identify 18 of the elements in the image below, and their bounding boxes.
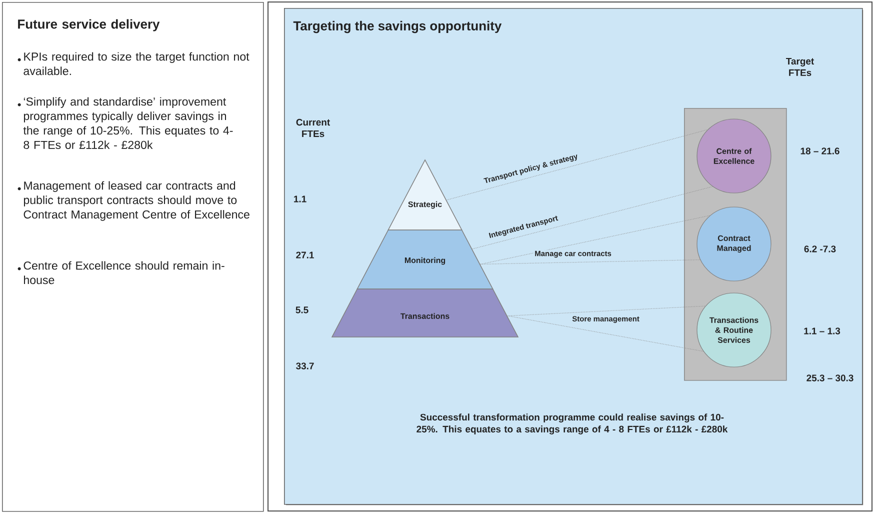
fte-value: 6.2 -7.3 xyxy=(804,246,836,252)
column-heading: Target FTEs xyxy=(786,58,814,76)
connector-line xyxy=(508,306,706,316)
connector-line xyxy=(480,259,700,264)
fte-value: 1.1 xyxy=(294,196,306,202)
fte-value: 27.1 xyxy=(296,252,314,258)
connector-line xyxy=(480,215,710,264)
summary-text: Successful transformation programme could realise savings of 10-25%. This equates to a savings range of 4 - 8 FTEs or £112k - £280k xyxy=(416,414,728,434)
column-heading: Current FTEs xyxy=(296,118,330,138)
fte-value: 18 – 21.6 xyxy=(800,148,840,154)
connector-line xyxy=(472,186,713,250)
fte-value: 25.3 – 30.3 xyxy=(806,374,854,382)
fte-value: 1.1 – 1.3 xyxy=(804,328,840,334)
text-panel: Future service delivery KPIs required to size the target function not available. ‘Simplify and standardise’ improvement programmes typically deliver savings in the range of 10-25%. This equates to 4-8 FTEs or £112k - £280k Management of leased car contracts and public transport contracts should move to Contract Management Centre of Excellence Centre of Excellence should remain in-house xyxy=(2,2,264,512)
connector-line xyxy=(508,316,704,352)
fte-value: 33.7 xyxy=(296,362,314,370)
connector-line xyxy=(446,129,708,200)
fte-value: 5.5 xyxy=(296,306,308,314)
